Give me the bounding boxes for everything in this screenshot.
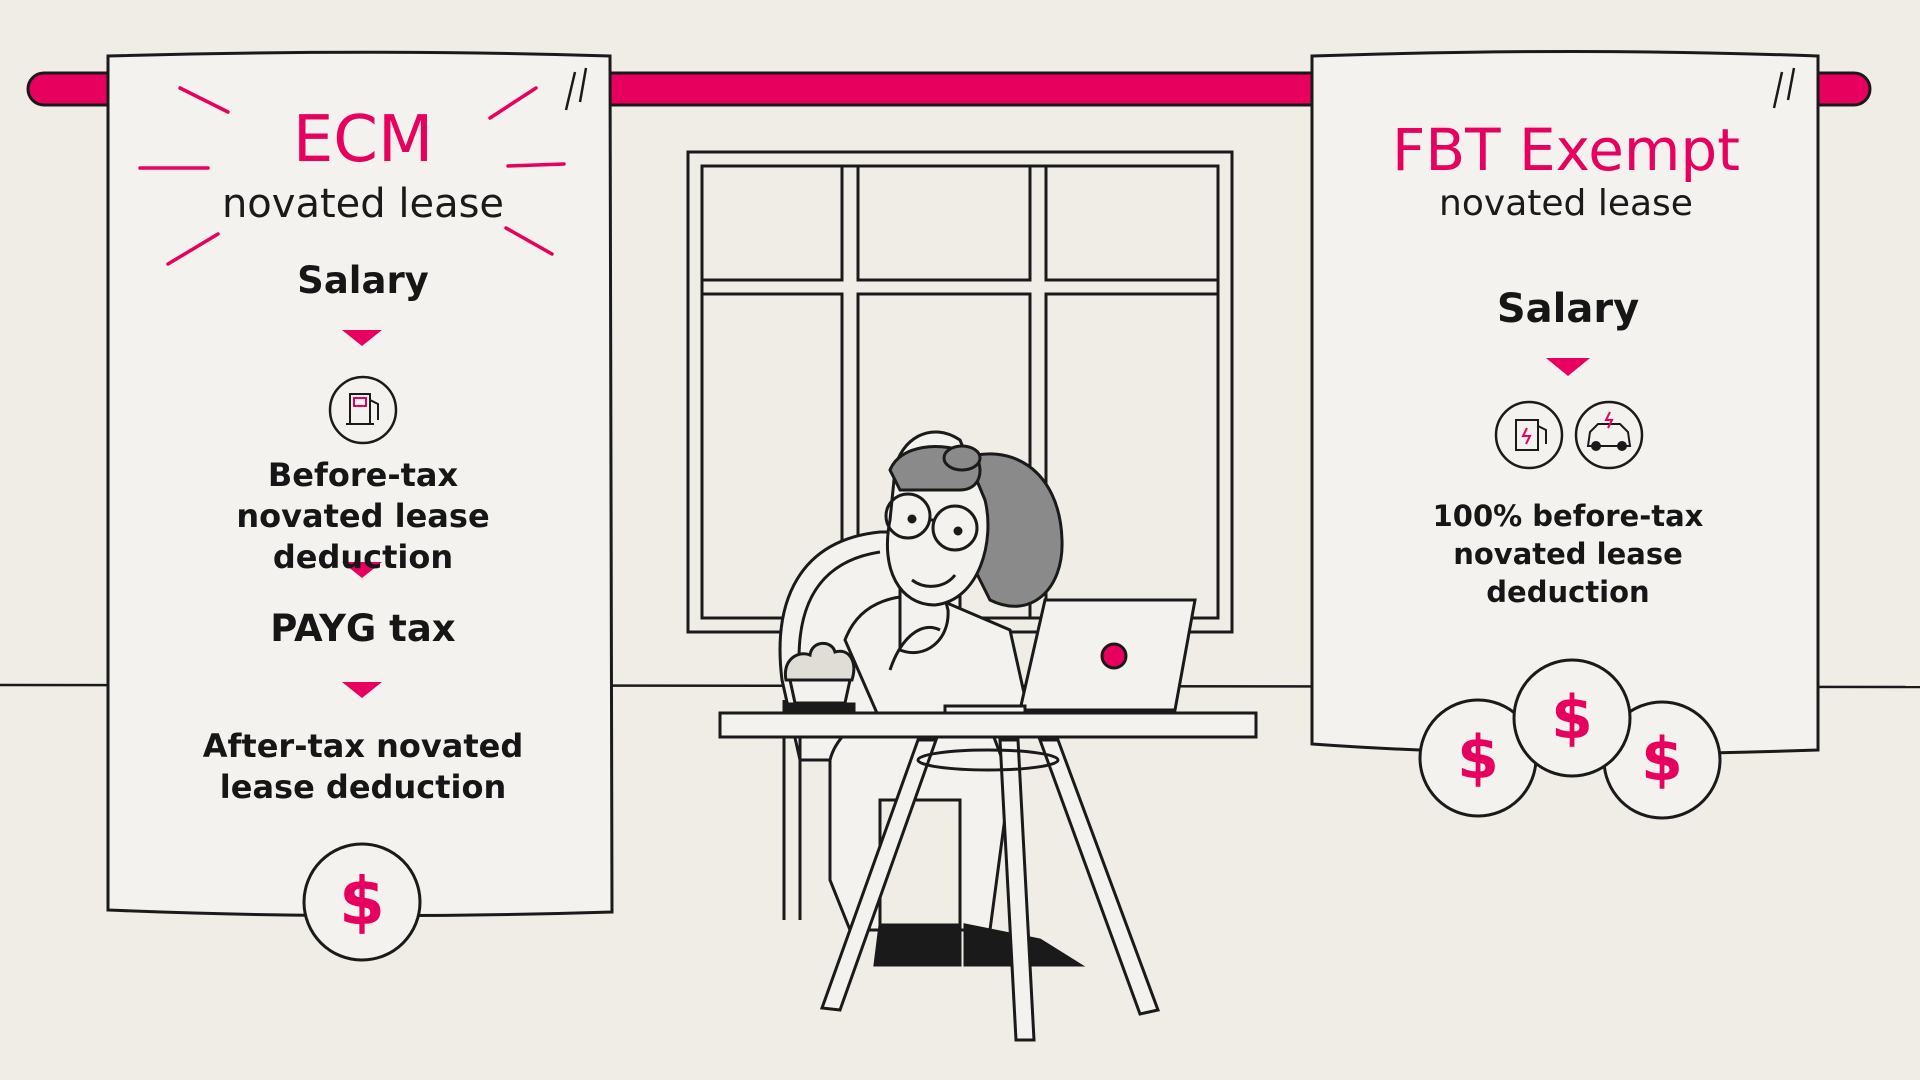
person (828, 430, 1086, 967)
ecm-step-payg: PAYG tax (270, 607, 456, 650)
ecm-title: ECM (292, 103, 434, 177)
fbt-step-salary: Salary (1496, 286, 1640, 332)
fbt-coin-symbol-left: $ (1457, 723, 1499, 793)
ecm-step-after-tax: After-tax novated lease deduction (202, 727, 524, 806)
flow-arrow-1 (342, 330, 382, 346)
ecm-coin-symbol: $ (339, 863, 385, 940)
ecm-coin (302, 842, 422, 962)
electric-car-icon (1574, 400, 1644, 470)
fbt-subtitle: novated lease (1439, 183, 1693, 224)
ecm-step-salary: Salary (297, 259, 429, 302)
muffin (783, 641, 856, 712)
fuel-pump-icon (328, 375, 398, 445)
ev-charger-icon (1494, 400, 1564, 470)
flow-arrow-2 (342, 562, 382, 578)
ecm-step-before-tax: Before-tax novated lease deduction (236, 456, 490, 576)
fbt-coin-symbol-center: $ (1551, 683, 1593, 753)
fbt-coin-symbol-right: $ (1641, 725, 1683, 795)
flow-arrow-3 (342, 682, 382, 698)
table (718, 711, 1258, 1042)
fbt-step-before-tax: 100% before-tax novated lease deduction (1432, 499, 1704, 609)
ecm-burst-lines (138, 86, 566, 266)
fbt-title: FBT Exempt (1392, 116, 1740, 184)
flow-arrow-4 (1546, 358, 1590, 376)
ecm-subtitle: novated lease (221, 181, 505, 227)
ecm-card (106, 50, 614, 918)
fbt-coin-center (1512, 658, 1632, 778)
